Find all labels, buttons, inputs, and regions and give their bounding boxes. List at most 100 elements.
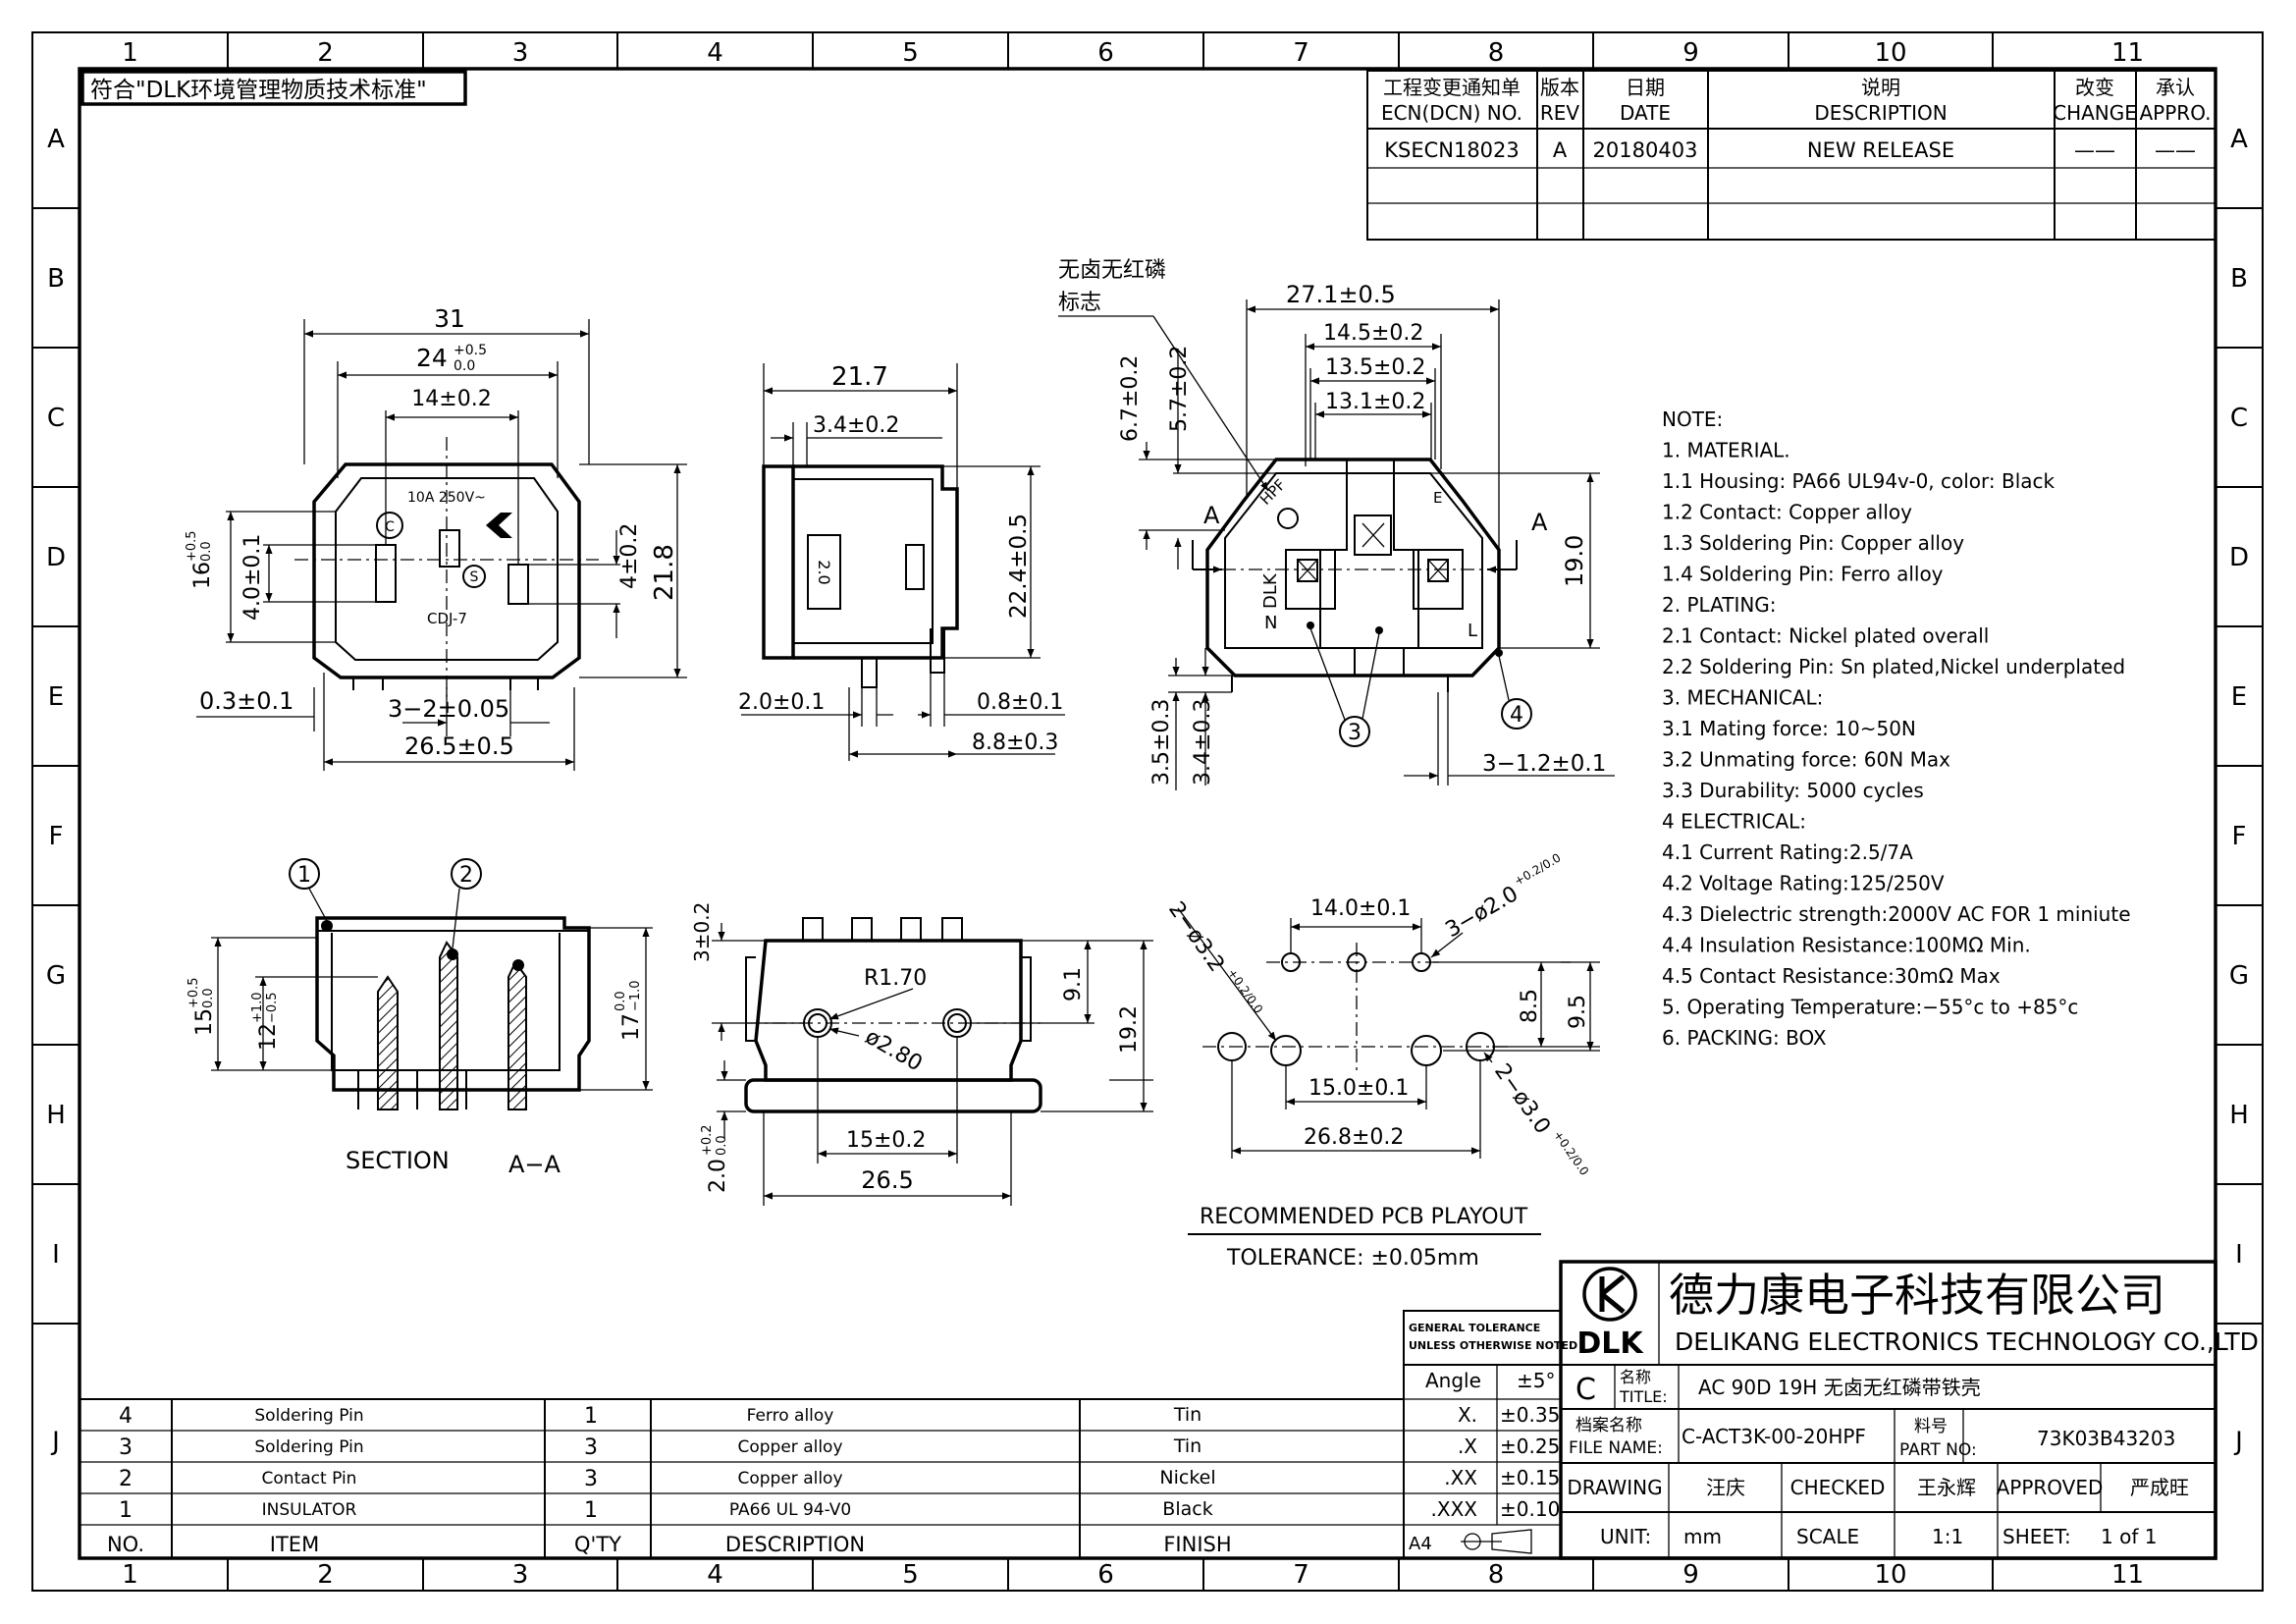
svg-text:汪庆: 汪庆 [1706,1476,1745,1499]
svg-text:2−ø3.0: 2−ø3.0 [1489,1059,1555,1139]
bom-finish: Tin [1173,1435,1201,1457]
svg-text:1:1: 1:1 [1932,1525,1963,1548]
svg-text:RECOMMENDED PCB PLAYOUT: RECOMMENDED PCB PLAYOUT [1200,1205,1528,1229]
notes: NOTE:1. MATERIAL.1.1 Housing: PA66 UL94v… [1662,407,2131,1050]
svg-text:22.4±0.5: 22.4±0.5 [1006,514,1032,619]
note-line: 4 ELECTRICAL: [1662,810,1806,834]
svg-text:标志: 标志 [1058,291,1101,315]
svg-text:A−A: A−A [508,1151,561,1178]
svg-text:CHANGE: CHANGE [2053,101,2137,125]
svg-text:2.0±0.1: 2.0±0.1 [738,690,825,715]
bom-item: Soldering Pin [254,1406,363,1426]
bom-no: 2 [119,1467,133,1491]
svg-text:2.0: 2.0 [815,560,833,584]
bom-qty: 1 [584,1404,598,1429]
svg-text:8.5: 8.5 [1518,989,1542,1023]
svg-text:DATE: DATE [1620,101,1671,125]
svg-text:C-ACT3K-00-20HPF: C-ACT3K-00-20HPF [1682,1425,1866,1448]
svg-text:NEW RELEASE: NEW RELEASE [1807,138,1954,162]
front-view: 10A 250V~ C S CDJ-7 31 24 +0.5 0.0 14±0.… [185,304,687,771]
svg-text:DESCRIPTION: DESCRIPTION [725,1533,865,1556]
bom-no: 4 [119,1404,133,1429]
row-label: H [2229,1101,2249,1130]
row-label: A [47,125,65,154]
svg-text:0.3±0.1: 0.3±0.1 [199,687,294,715]
col-label: 2 [317,1560,334,1590]
svg-text:3: 3 [1348,721,1362,745]
svg-text:N: N [1264,613,1277,633]
svg-text:20180403: 20180403 [1593,138,1698,162]
col-label: 8 [1488,38,1505,68]
svg-text:mm: mm [1683,1525,1722,1548]
col-label: 6 [1097,38,1114,68]
svg-text:4±0.2: 4±0.2 [617,523,642,589]
svg-text:档案名称: 档案名称 [1575,1416,1642,1435]
bom-item: Soldering Pin [254,1437,363,1457]
svg-text:21.7: 21.7 [831,362,888,392]
svg-text:15: 15 [192,1008,217,1036]
tolerance-block: GENERAL TOLERANCE UNLESS OTHERWISE NOTED… [1403,1310,1577,1559]
tol-value: ±0.35 [1500,1403,1560,1427]
svg-text:SHEET:: SHEET: [2002,1525,2071,1548]
col-label: 9 [1682,1560,1699,1590]
note-line: 1.2 Contact: Copper alloy [1662,501,1912,524]
row-label: I [52,1240,60,1270]
note-line: NOTE: [1662,407,1723,431]
svg-text:+1.0: +1.0 [250,992,265,1023]
svg-text:1: 1 [297,863,311,888]
svg-text:UNLESS OTHERWISE NOTED: UNLESS OTHERWISE NOTED [1409,1339,1577,1352]
svg-text:21.8: 21.8 [650,544,679,601]
svg-text:DLK: DLK [1576,1326,1644,1361]
svg-text:9.1: 9.1 [1061,967,1086,1001]
col-label: 1 [122,38,138,68]
svg-text:PART NO:: PART NO: [1899,1440,1977,1460]
bom-finish: Tin [1173,1404,1201,1426]
svg-text:15.0±0.1: 15.0±0.1 [1308,1076,1409,1101]
svg-text:A: A [1553,138,1568,162]
note-line: 3.2 Unmating force: 60N Max [1662,748,1950,772]
rear-view: 无卤无红磷 标志 HPF DLK N L E A A [1058,258,1615,790]
note-line: 3.1 Mating force: 10~50N [1662,717,1916,740]
svg-text:0.0: 0.0 [454,358,475,374]
col-label: 10 [1874,1560,1906,1590]
bom-desc: Copper alloy [737,1437,842,1457]
svg-text:CDJ-7: CDJ-7 [427,610,467,627]
bom-desc: Ferro alloy [747,1406,834,1426]
svg-text:FILE NAME:: FILE NAME: [1569,1438,1663,1458]
svg-text:——: —— [2074,138,2115,162]
note-line: 4.3 Dielectric strength:2000V AC FOR 1 m… [1662,902,2131,926]
svg-text:无卤无红磷: 无卤无红磷 [1058,258,1166,283]
svg-text:15±0.2: 15±0.2 [846,1128,926,1153]
tol-key: .XX [1444,1466,1477,1489]
svg-text:A: A [1531,509,1548,536]
svg-text:SCALE: SCALE [1796,1525,1859,1548]
svg-text:A: A [1203,502,1220,529]
note-line: 6. PACKING: BOX [1662,1026,1827,1050]
svg-text:26.5±0.5: 26.5±0.5 [404,732,514,760]
svg-text:4.0±0.1: 4.0±0.1 [240,534,265,621]
note-line: 1.1 Housing: PA66 UL94v-0, color: Black [1662,469,2056,493]
svg-text:TOLERANCE: ±0.05mm: TOLERANCE: ±0.05mm [1226,1246,1479,1271]
svg-text:+0.5: +0.5 [185,530,199,562]
svg-text:版本: 版本 [1540,76,1579,99]
row-label: F [49,822,64,851]
svg-text:73K03B43203: 73K03B43203 [2037,1427,2175,1450]
note-line: 3. MECHANICAL: [1662,686,1823,710]
svg-text:说明: 说明 [1861,76,1900,99]
row-label: H [46,1101,66,1130]
svg-text:APPROVED: APPROVED [1997,1476,2104,1499]
svg-text:APPRO.: APPRO. [2140,101,2212,125]
svg-text:GENERAL TOLERANCE: GENERAL TOLERANCE [1409,1322,1540,1334]
svg-text:8.8±0.3: 8.8±0.3 [972,731,1058,755]
row-label: F [2232,822,2247,851]
svg-text:DLK: DLK [1260,572,1281,609]
svg-text:13.5±0.2: 13.5±0.2 [1325,355,1425,380]
svg-text:+0.5: +0.5 [454,343,487,358]
svg-text:19.0: 19.0 [1561,535,1588,587]
svg-text:31: 31 [434,304,465,333]
svg-text:17: 17 [619,1013,644,1041]
svg-text:27.1±0.5: 27.1±0.5 [1286,281,1396,308]
bom-desc: PA66 UL 94-V0 [729,1500,851,1520]
svg-text:AC 90D 19H 无卤无红磷带铁壳: AC 90D 19H 无卤无红磷带铁壳 [1698,1376,1981,1399]
svg-text:符合"DLK环境管理物质技术标准": 符合"DLK环境管理物质技术标准" [90,78,427,103]
